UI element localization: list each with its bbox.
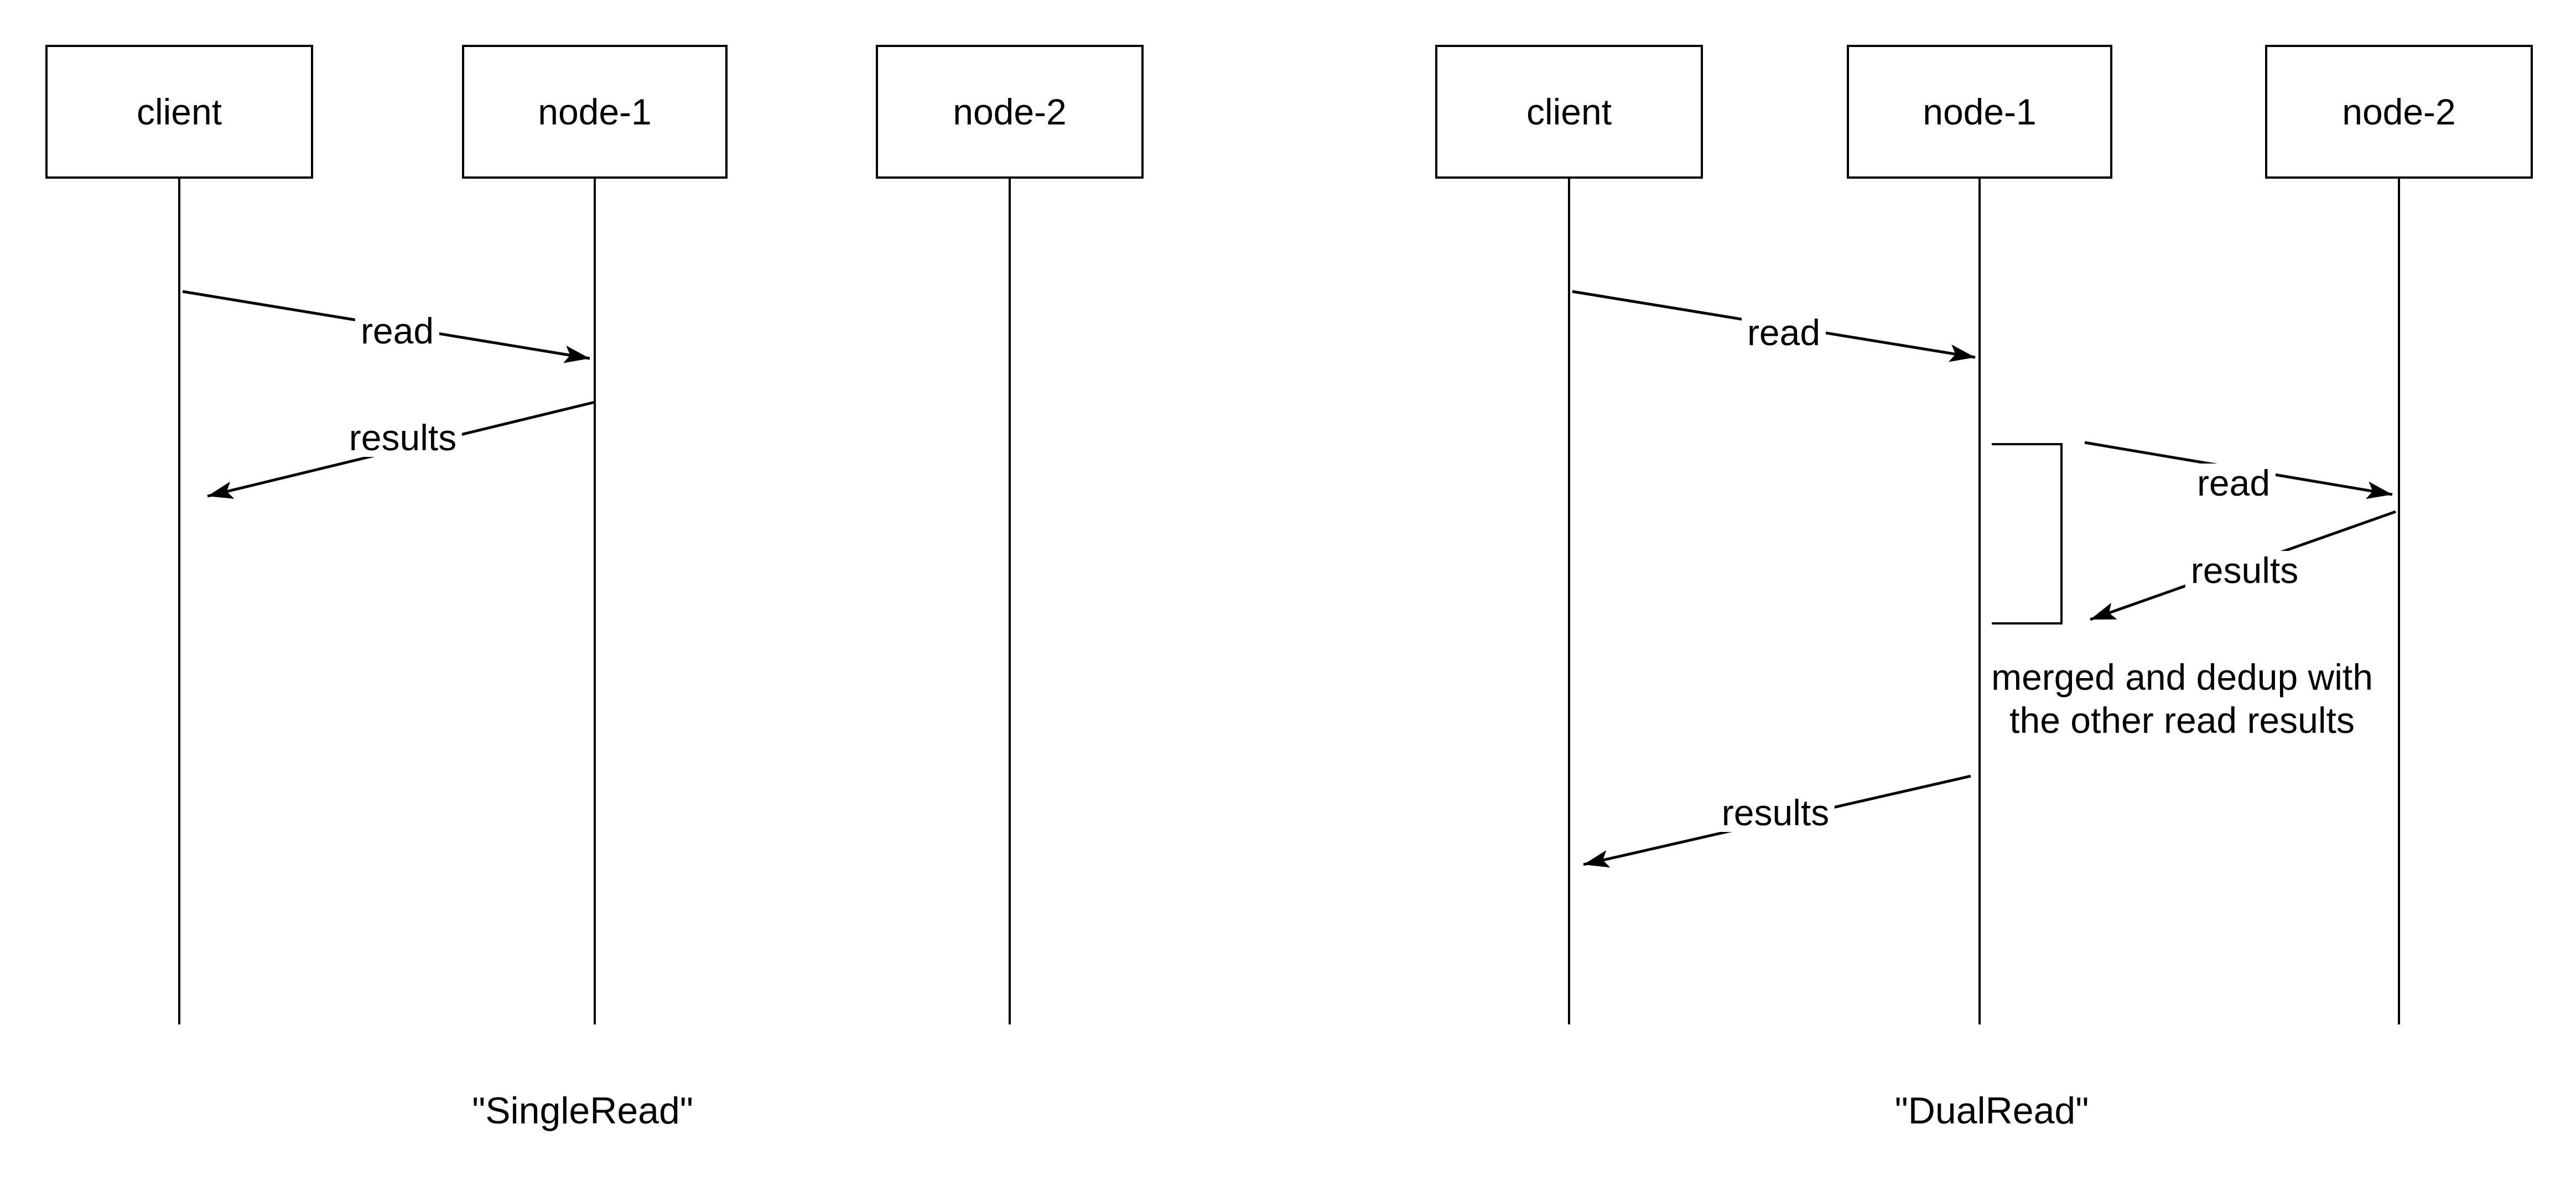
caption-single-read: "SingleRead": [472, 1090, 693, 1132]
message-label-single-read: read: [355, 311, 440, 350]
actor-label: client: [136, 91, 222, 132]
activation-bracket: [1992, 443, 2063, 624]
actor-box-dual-client: client: [1435, 45, 1703, 179]
actor-box-single-node-2: node-2: [876, 45, 1144, 179]
actor-box-dual-node-1: node-1: [1847, 45, 2112, 179]
actor-label: node-1: [538, 91, 652, 132]
message-label-dual-read-2: read: [2191, 464, 2276, 502]
message-label-dual-results-1: results: [2185, 551, 2304, 590]
actor-label: node-1: [1923, 91, 2037, 132]
message-label-dual-read-1: read: [1741, 313, 1826, 352]
actor-box-single-client: client: [45, 45, 313, 179]
actor-box-single-node-1: node-1: [462, 45, 728, 179]
actor-label: client: [1526, 91, 1612, 132]
message-label-dual-results-2: results: [1716, 793, 1835, 832]
message-label-single-results: results: [343, 418, 463, 457]
actor-label: node-2: [2342, 91, 2456, 132]
caption-dual-read: "DualRead": [1894, 1090, 2089, 1132]
merge-note: merged and dedup with the other read res…: [1991, 657, 2373, 741]
actor-label: node-2: [953, 91, 1067, 132]
actor-box-dual-node-2: node-2: [2265, 45, 2533, 179]
